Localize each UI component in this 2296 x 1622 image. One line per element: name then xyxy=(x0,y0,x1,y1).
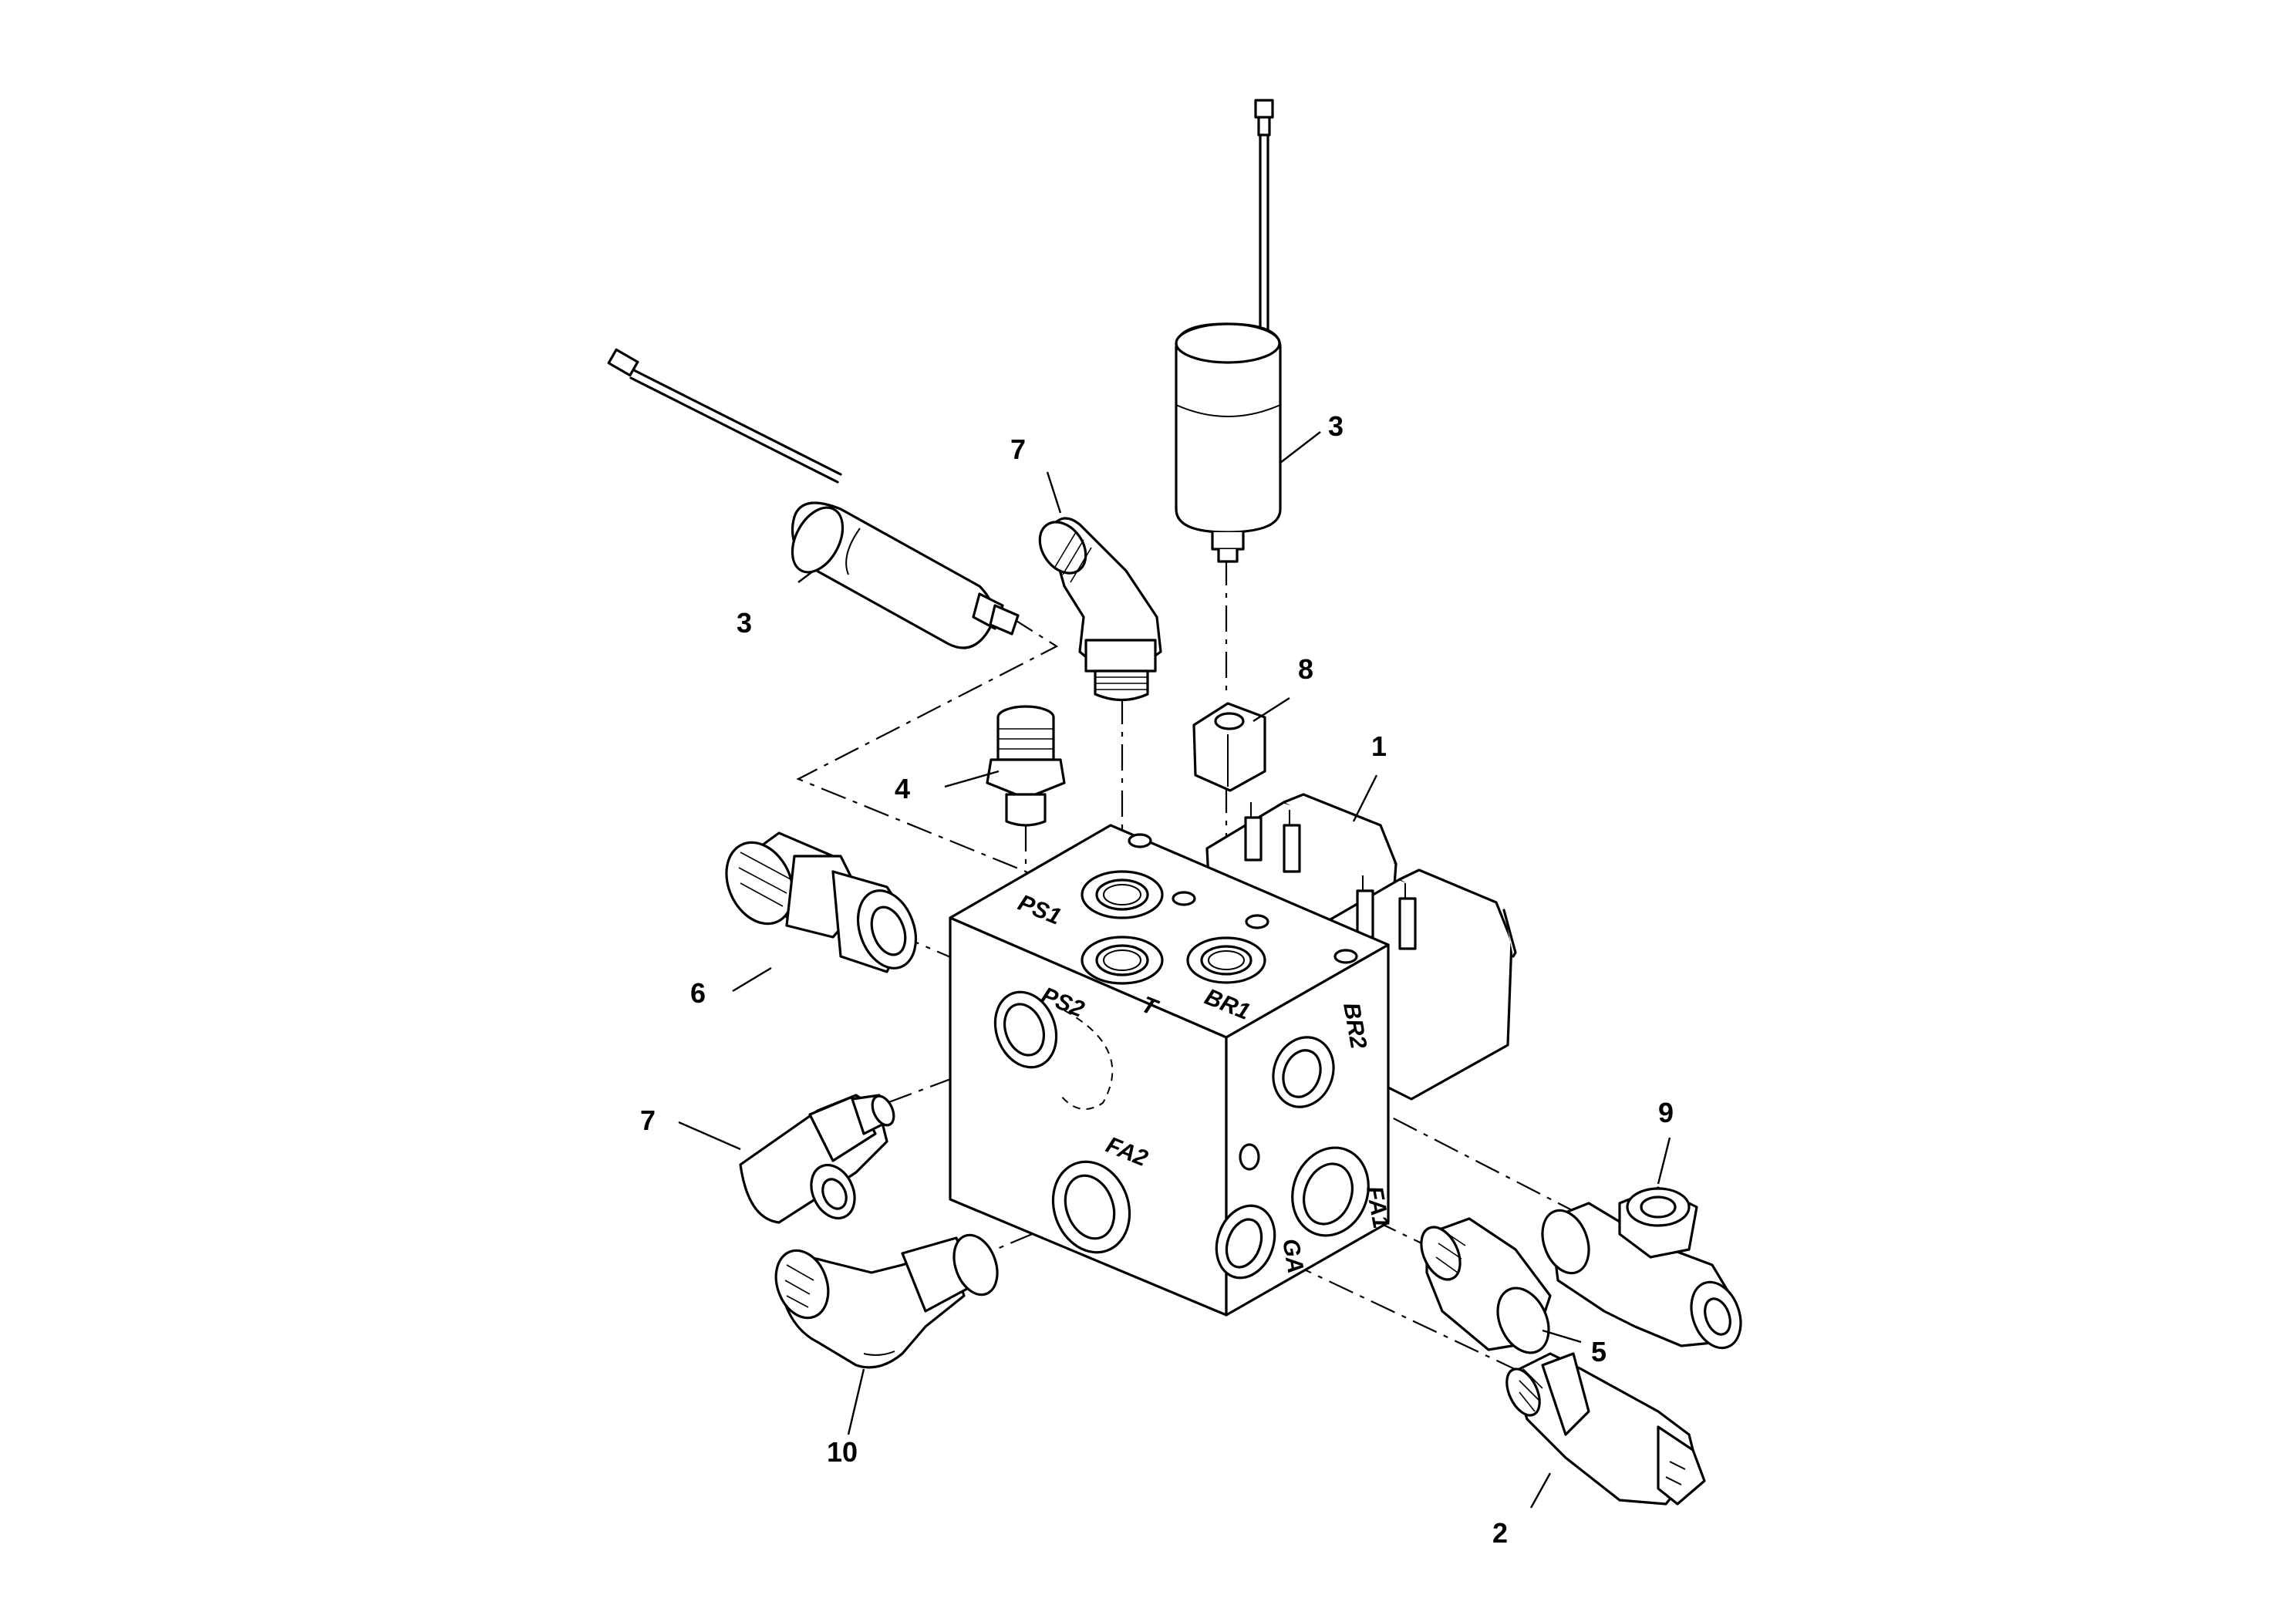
callout-3-top: 3 xyxy=(1328,410,1344,442)
elbow-fitting-lower xyxy=(739,1094,895,1224)
callout-leader-lines xyxy=(678,431,1671,1509)
port-ps1 xyxy=(1081,870,1164,919)
pressure-switch xyxy=(1505,1352,1706,1506)
port-ga xyxy=(1215,1204,1276,1280)
callout-6: 6 xyxy=(690,977,706,1009)
callout-numbers: 1 2 3 3 4 5 6 7 7 8 9 10 xyxy=(640,410,1674,1549)
straight-fitting-five xyxy=(1420,1217,1552,1354)
callout-8: 8 xyxy=(1298,653,1313,685)
union-fitting-large xyxy=(725,831,917,973)
port-ps2 xyxy=(993,990,1058,1069)
callout-3-left: 3 xyxy=(737,607,752,639)
callout-7-top: 7 xyxy=(1010,433,1026,465)
pressure-sensor-left xyxy=(607,348,1020,649)
callout-5: 5 xyxy=(1591,1336,1607,1367)
callout-1: 1 xyxy=(1371,730,1387,762)
pressure-sensor-top xyxy=(1175,99,1282,563)
label-ga: GA xyxy=(1277,1236,1308,1275)
elbow-fitting-ten xyxy=(774,1233,999,1369)
tee-fitting xyxy=(1541,1186,1742,1350)
port-t xyxy=(1081,936,1164,985)
port-br1 xyxy=(1186,936,1266,984)
callout-10: 10 xyxy=(827,1436,858,1468)
port-fa2 xyxy=(1051,1160,1131,1254)
callout-2: 2 xyxy=(1492,1517,1508,1549)
port-fa1 xyxy=(1291,1146,1370,1237)
hex-nut-fitting xyxy=(1192,702,1266,792)
elbow-fitting-top xyxy=(1038,517,1162,702)
port-br2 xyxy=(1272,1036,1335,1108)
callout-7-lower: 7 xyxy=(640,1104,656,1136)
straight-adapter-fitting xyxy=(986,705,1066,827)
valve-block: PS1 T BR1 PS2 BR2 FA2 FA1 GA xyxy=(949,824,1394,1317)
callout-9: 9 xyxy=(1658,1097,1674,1128)
callout-4: 4 xyxy=(895,773,910,804)
